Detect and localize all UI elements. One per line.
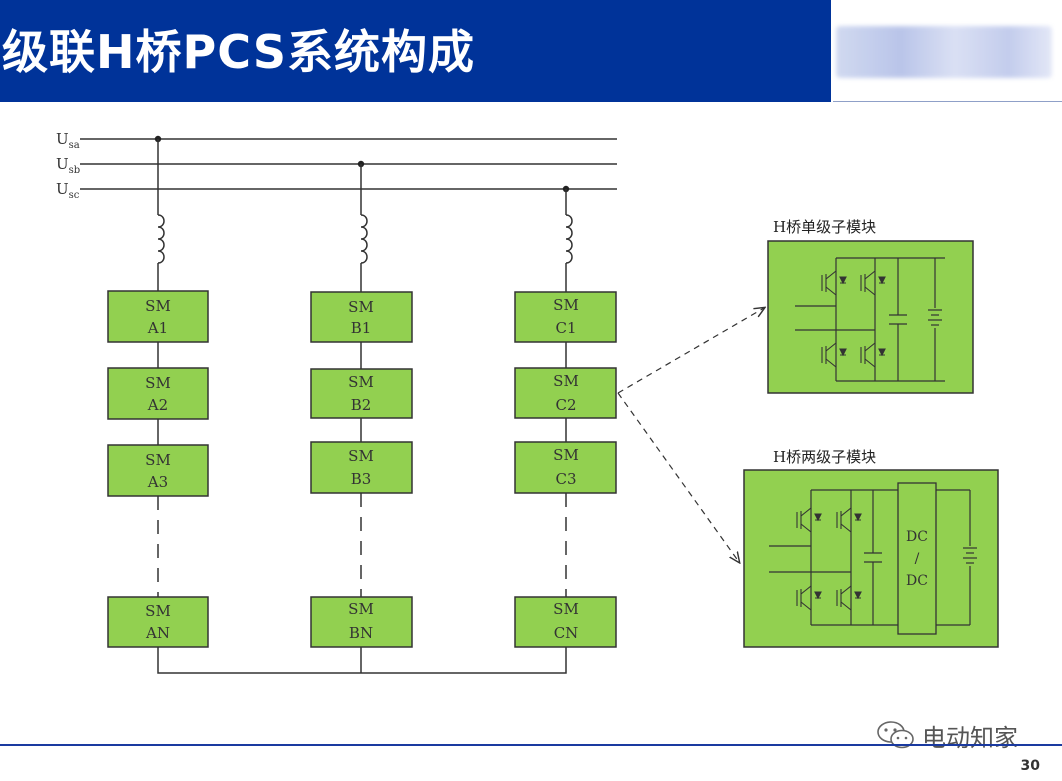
module-b1-line1: SM xyxy=(348,298,374,316)
module-b3-line1: SM xyxy=(348,447,374,465)
module-bn xyxy=(310,596,413,648)
header-divider xyxy=(833,101,1062,102)
module-a2 xyxy=(107,367,209,420)
module-a2-line1: SM xyxy=(145,374,171,392)
watermark: 电动知家 xyxy=(876,717,1018,753)
title-bar: 级联H桥PCS系统构成 xyxy=(0,0,831,102)
inductor-c xyxy=(565,214,573,264)
module-a3 xyxy=(107,444,209,497)
module-c2-line2: C2 xyxy=(555,396,576,414)
inductor-b xyxy=(360,214,368,264)
module-cn-line1: SM xyxy=(553,600,579,618)
module-cn-line2: CN xyxy=(554,624,579,642)
dc-dc-converter-box xyxy=(897,482,937,635)
module-c3-line1: SM xyxy=(553,446,579,464)
module-c2-line1: SM xyxy=(553,372,579,390)
module-b2 xyxy=(310,368,413,419)
single-stage-label: H桥单级子模块 xyxy=(773,218,876,236)
two-stage-panel: DC / DC xyxy=(743,469,999,648)
module-an xyxy=(107,596,209,648)
page-title: 级联H桥PCS系统构成 xyxy=(2,25,475,79)
page-number: 30 xyxy=(1020,758,1040,774)
module-an-line1: SM xyxy=(145,602,171,620)
inductor-a xyxy=(157,214,165,264)
bus-label-sc: Usc xyxy=(56,180,80,201)
module-bn-line1: SM xyxy=(348,600,374,618)
module-a1-line2: A1 xyxy=(147,319,168,337)
wechat-icon xyxy=(877,721,914,749)
module-a3-line2: A3 xyxy=(147,473,168,491)
module-a3-line1: SM xyxy=(145,451,171,469)
two-stage-label: H桥两级子模块 xyxy=(773,448,876,466)
dc-dc-line1: DC xyxy=(906,529,928,545)
module-c3-line2: C3 xyxy=(555,470,576,488)
module-cn xyxy=(514,596,617,648)
module-bn-line2: BN xyxy=(349,624,373,642)
watermark-text: 电动知家 xyxy=(922,723,1018,752)
module-c3 xyxy=(514,441,617,494)
module-c1-line2: C1 xyxy=(555,319,576,337)
single-stage-panel xyxy=(767,240,974,394)
arrow-to-two-stage xyxy=(617,392,739,562)
module-b1 xyxy=(310,291,413,343)
module-an-line2: AN xyxy=(145,624,170,642)
footer-divider xyxy=(0,744,1062,746)
dc-dc-line3: DC xyxy=(906,573,928,589)
bus-label-sa: Usa xyxy=(56,130,80,151)
module-c1 xyxy=(514,291,617,343)
module-c2 xyxy=(514,367,617,419)
blurred-logo xyxy=(836,26,1052,78)
arrow-to-single-stage xyxy=(617,308,764,394)
module-b2-line2: B2 xyxy=(351,396,372,414)
bus-label-sb: Usb xyxy=(56,155,80,176)
module-b3 xyxy=(310,441,413,494)
module-c1-line1: SM xyxy=(553,296,579,314)
module-a1-line1: SM xyxy=(145,297,171,315)
module-b2-line1: SM xyxy=(348,373,374,391)
module-b3-line2: B3 xyxy=(351,470,372,488)
module-a1 xyxy=(107,290,209,343)
neutral-connection xyxy=(157,647,567,674)
module-b1-line2: B1 xyxy=(351,319,372,337)
dc-dc-line2: / xyxy=(915,551,920,567)
module-a2-line2: A2 xyxy=(147,396,168,414)
